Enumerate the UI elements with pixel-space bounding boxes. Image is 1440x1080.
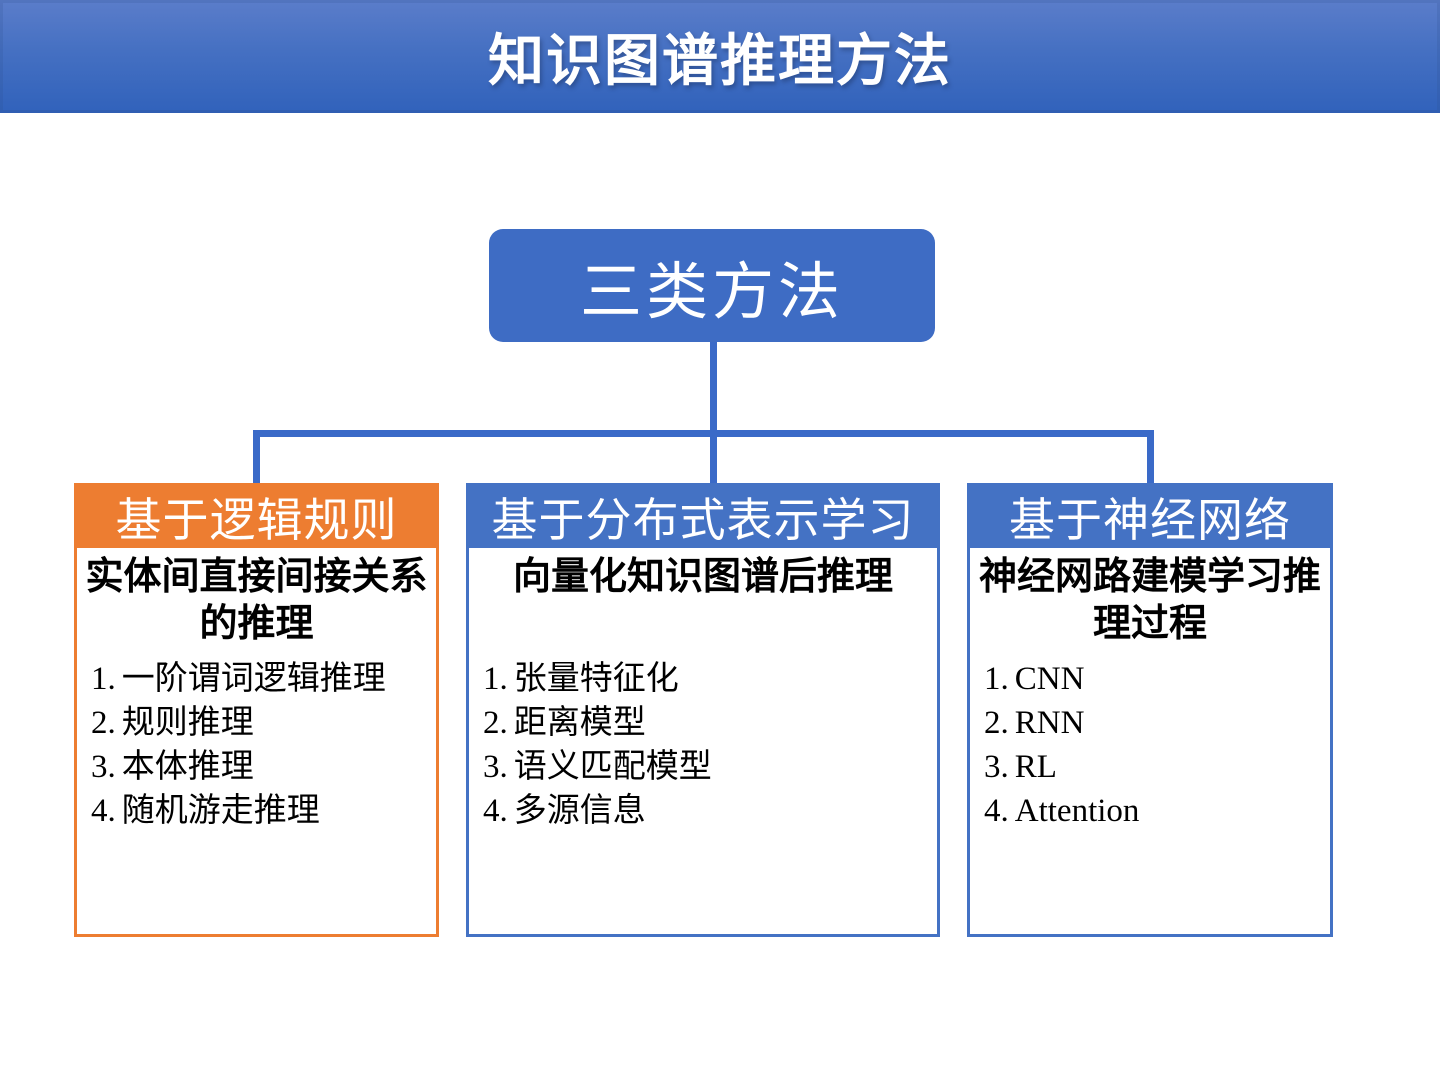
item-number: 4. <box>483 793 508 829</box>
item-number: 1. <box>483 661 508 697</box>
item-label: CNN <box>1014 661 1085 697</box>
item-number: 2. <box>984 705 1009 741</box>
item-label: 规则推理 <box>121 705 254 741</box>
connector-horizontal <box>253 430 1154 437</box>
list-item: 4.多源信息 <box>483 789 933 833</box>
item-label: RL <box>1014 749 1057 785</box>
category-subtitle: 向量化知识图谱后推理 <box>512 556 893 598</box>
connector-drop-center <box>710 430 717 484</box>
item-label: 本体推理 <box>121 749 254 785</box>
item-label: 张量特征化 <box>513 661 679 697</box>
list-item: 3.本体推理 <box>91 745 432 789</box>
item-number: 2. <box>91 705 116 741</box>
category-list: 1.张量特征化 2.距离模型 3.语义匹配模型 4.多源信息 <box>469 657 937 833</box>
item-label: 随机游走推理 <box>121 793 320 829</box>
item-number: 2. <box>483 705 508 741</box>
item-label: RNN <box>1014 705 1085 741</box>
root-node: 三类方法 <box>489 229 935 342</box>
item-label: Attention <box>1014 793 1140 829</box>
connector-drop-right <box>1147 430 1154 484</box>
item-number: 3. <box>91 749 116 785</box>
item-number: 3. <box>984 749 1009 785</box>
item-number: 3. <box>483 749 508 785</box>
connector-drop-left <box>253 430 260 484</box>
category-box-distributed-representation: 基于分布式表示学习 向量化知识图谱后推理 1.张量特征化 2.距离模型 3.语义… <box>466 483 940 937</box>
list-item: 2.规则推理 <box>91 701 432 745</box>
list-item: 2.RNN <box>984 701 1326 745</box>
list-item: 1.CNN <box>984 657 1326 701</box>
category-header: 基于分布式表示学习 <box>469 486 937 552</box>
list-item: 3.语义匹配模型 <box>483 745 933 789</box>
page-title: 知识图谱推理方法 <box>488 29 952 92</box>
item-label: 一阶谓词逻辑推理 <box>121 661 386 697</box>
list-item: 1.张量特征化 <box>483 657 933 701</box>
category-header: 基于神经网络 <box>970 486 1330 552</box>
item-label: 距离模型 <box>513 705 646 741</box>
category-subtitle: 神经网路建模学习推理过程 <box>978 556 1321 645</box>
item-label: 语义匹配模型 <box>513 749 712 785</box>
category-header: 基于逻辑规则 <box>77 486 436 552</box>
category-body: 向量化知识图谱后推理 1.张量特征化 2.距离模型 3.语义匹配模型 4.多源信… <box>469 552 937 833</box>
list-item: 2.距离模型 <box>483 701 933 745</box>
category-subtitle: 实体间直接间接关系的推理 <box>85 556 428 645</box>
item-label: 多源信息 <box>513 793 646 829</box>
category-list: 1.CNN 2.RNN 3.RL 4.Attention <box>970 657 1330 833</box>
list-item: 4.随机游走推理 <box>91 789 432 833</box>
list-item: 4.Attention <box>984 789 1326 833</box>
item-number: 1. <box>984 661 1009 697</box>
category-box-logic-rules: 基于逻辑规则 实体间直接间接关系的推理 1.一阶谓词逻辑推理 2.规则推理 3.… <box>74 483 439 937</box>
list-item: 3.RL <box>984 745 1326 789</box>
root-node-label: 三类方法 <box>579 258 844 327</box>
category-body: 实体间直接间接关系的推理 1.一阶谓词逻辑推理 2.规则推理 3.本体推理 4.… <box>77 552 436 833</box>
category-body: 神经网路建模学习推理过程 1.CNN 2.RNN 3.RL 4.Attentio… <box>970 552 1330 833</box>
title-banner: 知识图谱推理方法 <box>0 0 1440 113</box>
category-list: 1.一阶谓词逻辑推理 2.规则推理 3.本体推理 4.随机游走推理 <box>77 657 436 833</box>
connector-riser <box>710 342 717 437</box>
item-number: 1. <box>91 661 116 697</box>
item-number: 4. <box>91 793 116 829</box>
list-item: 1.一阶谓词逻辑推理 <box>91 657 432 701</box>
category-box-neural-network: 基于神经网络 神经网路建模学习推理过程 1.CNN 2.RNN 3.RL 4.A… <box>967 483 1333 937</box>
item-number: 4. <box>984 793 1009 829</box>
